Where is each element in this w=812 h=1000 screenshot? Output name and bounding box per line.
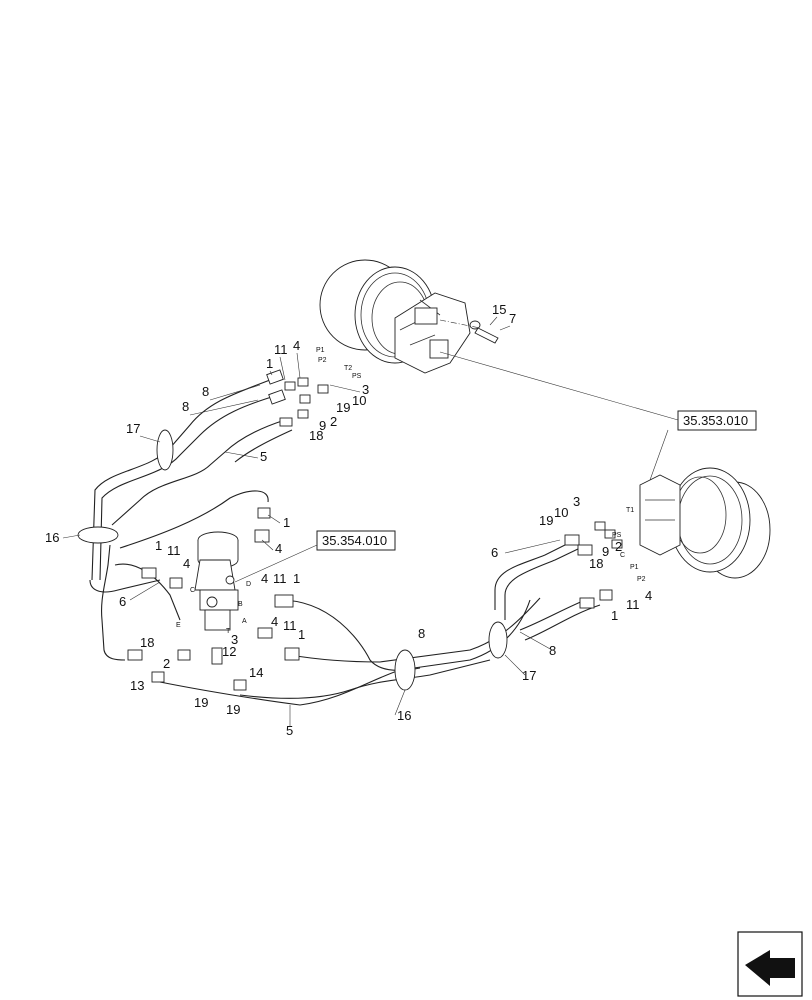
reference-label-35-354-010: 35.354.010 [322,533,387,548]
callout: 11 [167,543,181,558]
callout: 18 [140,635,154,650]
callout: 16 [397,708,411,723]
port-label: P1 [316,347,325,354]
port-label: D [246,581,251,588]
callout: 11 [274,342,288,357]
callout-leaders [62,316,561,727]
callout: 18 [309,428,323,443]
callout: 1 [293,571,300,586]
port-label: E [176,622,181,629]
callout: 4 [271,614,278,629]
callout: 4 [645,588,652,603]
callout: 1 [266,356,273,371]
callout: 3 [231,632,238,647]
callout: 5 [260,449,267,464]
callout: 19 [336,400,350,415]
reference-box-35-354-010[interactable]: 35.354.010 [316,530,396,551]
hose-clamp-16-bottom [394,649,416,691]
callout: 7 [509,311,516,326]
callout: 8 [202,384,209,399]
callout: 17 [126,421,140,436]
callout: 19 [194,695,208,710]
reference-box-35-353-010[interactable]: 35.353.010 [677,410,757,431]
port-label: P1 [630,564,639,571]
bolt-15 [469,320,499,344]
callout: 11 [283,618,297,633]
callout: 3 [573,494,580,509]
callout: 17 [522,668,536,683]
callout: 8 [549,643,556,658]
callout: 19 [226,702,240,717]
callout: 5 [286,723,293,738]
callout: 9 [602,544,609,559]
hose-clamp-16-left [77,526,119,544]
callout: 1 [155,538,162,553]
callout: 4 [183,556,190,571]
callout: 1 [298,627,305,642]
callout: 18 [589,556,603,571]
center-swivel-joint [194,531,239,631]
callout: 19 [539,513,553,528]
travel-motor-right [639,467,771,579]
callout: 14 [249,665,263,680]
port-label: C [190,587,195,594]
callout: 9 [319,418,326,433]
callout: 1 [283,515,290,530]
port-label: PS [352,373,362,380]
callout: 10 [352,393,366,408]
callout: 1 [611,608,618,623]
fittings [127,369,623,691]
callout: 2 [163,656,170,671]
travel-motor-top [319,259,471,374]
callout: 12 [222,644,236,659]
port-label: T1 [626,507,634,514]
callout: 6 [491,545,498,560]
callout: 3 [362,382,369,397]
callout: 10 [554,505,568,520]
port-label: T [226,628,231,635]
port-label: PS [612,532,622,539]
port-label: C [620,552,625,559]
callout: 6 [119,594,126,609]
port-label: T2 [344,365,352,372]
port-label: P2 [637,576,646,583]
port-label: A [242,618,247,625]
callout: 11 [273,571,287,586]
port-label: B [238,601,243,608]
hose-clamp-17-right [488,621,508,659]
hose-clamp-17-left [156,429,174,471]
callout: 11 [626,597,640,612]
callout: 8 [182,399,189,414]
callout: 2 [615,539,622,554]
callout: 16 [45,530,59,545]
reference-label-35-353-010: 35.353.010 [683,413,748,428]
callouts: 15 7 11 4 1 3 19 10 2 9 18 8 8 17 5 16 1… [45,302,652,738]
callout: 8 [418,626,425,641]
callout: 2 [330,414,337,429]
callout: 4 [275,541,282,556]
port-labels: P1 P2 T2 PS A B C D E T T1 PS C P1 P2 [176,347,646,635]
callout: 4 [293,338,300,353]
port-label: P2 [318,357,327,364]
callout: 4 [261,571,268,586]
previous-page-arrow-icon[interactable] [737,931,803,997]
callout: 15 [492,302,506,317]
callout: 13 [130,678,144,693]
